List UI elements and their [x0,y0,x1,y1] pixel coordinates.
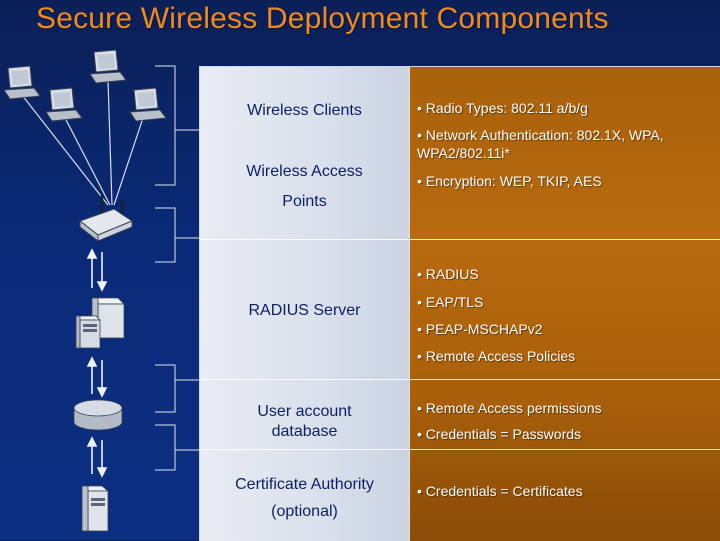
component-radius-server: RADIUS Server [248,302,361,319]
laptop-icon [129,87,167,122]
component-certificate-authority: Certificate Authority (optional) [235,476,374,520]
certificate-server-icon [80,485,110,532]
detail-radius: • RADIUS [417,266,479,282]
double-arrow-icon [86,356,108,398]
detail-credentials-passwords: • Credentials = Passwords [417,426,582,442]
double-arrow-icon [86,248,108,292]
details-column [409,67,720,541]
row-divider [200,239,720,240]
component-wireless-access-points: Wireless Access Points [246,163,363,210]
database-icon [73,399,123,431]
row-divider [200,449,720,450]
detail-eap-tls: • EAP/TLS [417,294,484,310]
detail-network-authentication: • Network Authentication: 802.1X, WPA, W… [417,127,664,161]
component-wireless-clients: Wireless Clients [247,102,362,119]
server-icon [75,297,125,349]
laptop-icon [3,65,41,100]
laptop-icon [89,49,127,84]
double-arrow-icon [86,436,108,478]
component-user-account-database: User account database [257,403,352,440]
components-table: Wireless Clients Wireless Access Points … [199,66,720,541]
detail-credentials-certificates: • Credentials = Certificates [417,483,583,499]
detail-remote-access-permissions: • Remote Access permissions [417,400,602,416]
wireless-links [21,79,146,206]
network-diagram [3,49,199,532]
page-title: Secure Wireless Deployment Components [36,2,609,35]
detail-encryption: • Encryption: WEP, TKIP, AES [417,173,602,189]
component-column [200,67,409,541]
detail-peap-mschapv2: • PEAP-MSCHAPv2 [417,321,543,337]
detail-radio-types: • Radio Types: 802.11 a/b/g [417,100,588,116]
detail-remote-access-policies: • Remote Access Policies [417,348,576,364]
wireless-access-point-icon [78,195,134,243]
row-connectors [155,65,199,471]
row-divider [200,379,720,380]
laptop-icon [45,87,83,122]
